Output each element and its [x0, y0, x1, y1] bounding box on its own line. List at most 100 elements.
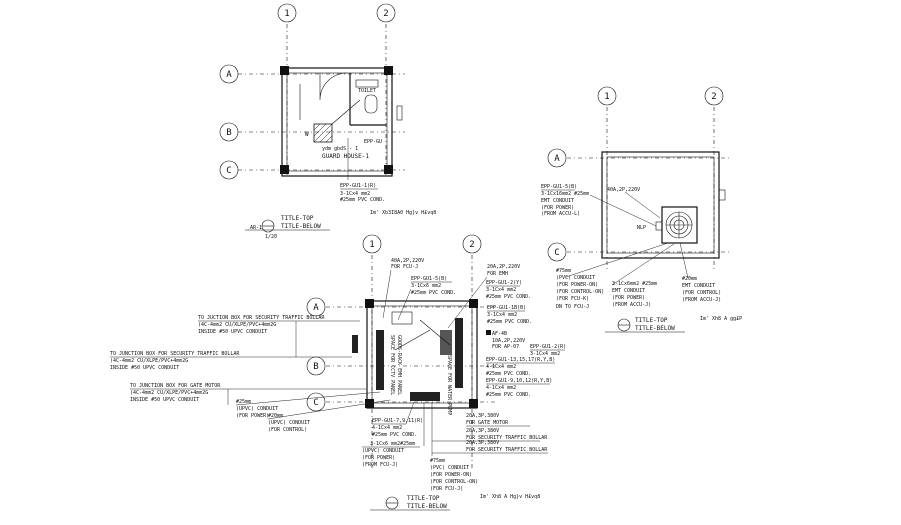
- svg-text:Im' Xb3I8A0 Hg}v H£vq8: Im' Xb3I8A0 Hg}v H£vq8: [370, 210, 436, 216]
- svg-text:B: B: [226, 128, 231, 138]
- svg-text:SPACE FOR WATER PUMP: SPACE FOR WATER PUMP: [446, 355, 452, 415]
- svg-text:(FOR FCU-K): (FOR FCU-K): [556, 296, 589, 302]
- svg-text:3-1Cx6 mm2#25mm: 3-1Cx6 mm2#25mm: [370, 441, 415, 447]
- svg-text:1: 1: [284, 9, 289, 19]
- svg-text:Im' Xh8 A Hg}v H£vq8: Im' Xh8 A Hg}v H£vq8: [480, 494, 540, 500]
- plan-bottom-detail: 1 2 A B C SPACE FOR CCTV PANEL GOODS-RAC…: [110, 234, 566, 511]
- svg-text:4-1Cx4 mm2: 4-1Cx4 mm2: [486, 364, 516, 370]
- svg-text:EPP-GU1-2(R): EPP-GU1-2(R): [530, 344, 566, 350]
- svg-text:TITLE-BELOW: TITLE-BELOW: [281, 223, 321, 230]
- svg-text:FOR AP-07: FOR AP-07: [492, 344, 519, 350]
- svg-text:(PVC) CONDUIT: (PVC) CONDUIT: [556, 275, 595, 281]
- svg-text:#25mm PVC COND.: #25mm PVC COND.: [486, 294, 531, 300]
- title-block-3: TITLE-TOP TITLE-BELOW Im' Xh8 A Hg}v H£v…: [370, 494, 540, 511]
- title-block-2: TITLE-TOP TITLE-BELOW Im' Xh8 A gg£P: [605, 316, 742, 333]
- svg-text:FOR GATE MOTOR: FOR GATE MOTOR: [466, 420, 509, 426]
- svg-text:EPP-GU1-5(B): EPP-GU1-5(B): [541, 184, 577, 190]
- grid-bubble-cb: C: [547, 242, 567, 262]
- svg-text:EMT CONDUIT: EMT CONDUIT: [612, 288, 645, 294]
- svg-text:(FOR POWER): (FOR POWER): [612, 295, 645, 301]
- grid-bubble-ab: A: [547, 148, 567, 168]
- svg-text:TITLE-TOP: TITLE-TOP: [281, 215, 314, 222]
- svg-text:2: 2: [383, 9, 388, 19]
- grid-bubble-b: B: [219, 122, 239, 142]
- grid-bubble-2b: 2: [704, 86, 724, 106]
- grid-bubble-2: 2: [376, 3, 396, 23]
- svg-text:#20mm: #20mm: [682, 276, 697, 282]
- svg-text:3-1Cx4 mm2: 3-1Cx4 mm2: [487, 312, 517, 318]
- svg-text:AF-4B: AF-4B: [492, 331, 507, 337]
- svg-text:2: 2: [711, 92, 716, 102]
- cable-label: 3-1Cx4 mm2: [340, 191, 370, 197]
- svg-text:GOODS-RACK EMH PANEL: GOODS-RACK EMH PANEL: [396, 335, 402, 395]
- conduit-label: #25mm PVC COND.: [340, 197, 385, 203]
- svg-text:(FOR CONTROL-ON): (FOR CONTROL-ON): [430, 479, 478, 485]
- svg-text:Im' Xh8 A gg£P: Im' Xh8 A gg£P: [700, 316, 742, 322]
- plan-guard-house-1: 1 2 A B C TOILET W EPP-GU ydm gbdS - 1: [219, 3, 436, 240]
- svg-text:(FOR POWER-ON): (FOR POWER-ON): [430, 472, 472, 478]
- title-block-1: AR-1 1/20 TITLE-TOP TITLE-BELOW Im' Xb3I…: [245, 210, 436, 240]
- grid-bubble-1c: 1: [362, 234, 382, 254]
- svg-text:20A,2P,220V: 20A,2P,220V: [487, 264, 520, 270]
- svg-text:TITLE-TOP: TITLE-TOP: [407, 495, 440, 502]
- grid-bubble-a: A: [219, 64, 239, 84]
- svg-text:(4C-4mm2 CU/XLPE/PVC+4mm2G: (4C-4mm2 CU/XLPE/PVC+4mm2G: [110, 358, 188, 364]
- svg-text:4-1Cx4 mm2: 4-1Cx4 mm2: [372, 425, 402, 431]
- svg-text:#25mm PVC COND.: #25mm PVC COND.: [486, 371, 531, 377]
- svg-text:TO JUNCTION BOX FOR GATE MOTOR: TO JUNCTION BOX FOR GATE MOTOR: [130, 383, 221, 389]
- svg-text:(FROM ACCU-J): (FROM ACCU-J): [612, 302, 651, 308]
- svg-text:(FOR POWER): (FOR POWER): [362, 455, 395, 461]
- svg-text:FOR FCU-J: FOR FCU-J: [391, 264, 418, 270]
- svg-text:NLP: NLP: [637, 225, 646, 231]
- room-sub-label: ydm gbdS - 1: [322, 146, 358, 152]
- svg-text:1: 1: [369, 240, 374, 250]
- svg-text:(FROM ACCU-L): (FROM ACCU-L): [541, 211, 580, 217]
- svg-text:(UPVC) CONDUIT: (UPVC) CONDUIT: [236, 406, 278, 412]
- hatched-unit: [313, 123, 333, 143]
- svg-text:20A,3P,380V: 20A,3P,380V: [466, 428, 499, 434]
- svg-text:#75mm: #75mm: [430, 458, 445, 464]
- svg-text:#25mm PVC COND.: #25mm PVC COND.: [411, 290, 456, 296]
- svg-text:INSIDE #50 UPVC CONDUIT: INSIDE #50 UPVC CONDUIT: [110, 365, 179, 371]
- svg-text:2: 2: [469, 240, 474, 250]
- svg-text:A: A: [554, 154, 560, 164]
- svg-text:(FOR POWER-ON): (FOR POWER-ON): [556, 282, 598, 288]
- svg-text:40A,2P,220V: 40A,2P,220V: [391, 258, 424, 264]
- svg-text:#25mm PVC COND.: #25mm PVC COND.: [372, 432, 417, 438]
- svg-text:(FOR POWER): (FOR POWER): [541, 205, 574, 211]
- svg-text:EPP-GU1-9,10,12(R,Y,B): EPP-GU1-9,10,12(R,Y,B): [486, 378, 552, 384]
- svg-text:EMT CONDUIT: EMT CONDUIT: [682, 283, 715, 289]
- svg-text:TITLE-TOP: TITLE-TOP: [635, 317, 668, 324]
- svg-text:TITLE-BELOW: TITLE-BELOW: [635, 325, 675, 332]
- svg-text:(FROM ACCU-J): (FROM ACCU-J): [682, 297, 721, 303]
- svg-text:20A,3P,380V: 20A,3P,380V: [466, 440, 499, 446]
- svg-text:SPACE FOR CCTV PANEL: SPACE FOR CCTV PANEL: [389, 335, 395, 395]
- svg-text:1/20: 1/20: [265, 234, 277, 240]
- w-label: W: [305, 131, 309, 138]
- svg-text:(4C-4mm2 CU/XLPE/PVC+4mm2G: (4C-4mm2 CU/XLPE/PVC+4mm2G: [130, 390, 208, 396]
- grid-bubble-c: C: [219, 160, 239, 180]
- svg-text:FOR EMH: FOR EMH: [487, 271, 508, 277]
- svg-text:(FOR CONTROL): (FOR CONTROL): [268, 427, 307, 433]
- svg-text:10A,2P,220V: 10A,2P,220V: [492, 338, 525, 344]
- svg-text:(FROM FCU-J): (FROM FCU-J): [362, 462, 398, 468]
- svg-text:A: A: [313, 303, 319, 313]
- svg-text:3-1Cx16mm2 #25mm: 3-1Cx16mm2 #25mm: [541, 191, 589, 197]
- svg-text:(PVC) CONDUIT: (PVC) CONDUIT: [430, 465, 469, 471]
- grid-bubble-1b: 1: [597, 86, 617, 106]
- svg-text:#25mm PVC COND.: #25mm PVC COND.: [486, 392, 531, 398]
- svg-text:EPP-GU1-13,15,17(R,Y,B): EPP-GU1-13,15,17(R,Y,B): [486, 357, 555, 363]
- grid-bubble-ac: A: [306, 297, 326, 317]
- svg-text:4-1Cx4 mm2: 4-1Cx4 mm2: [486, 385, 516, 391]
- grid-bubble-2c: 2: [462, 234, 482, 254]
- toilet-label: TOILET: [358, 88, 376, 94]
- grid-bubble-1: 1: [277, 3, 297, 23]
- svg-text:A: A: [226, 70, 232, 80]
- svg-text:#75mm: #75mm: [556, 268, 571, 274]
- grid-bubble-cc: C: [306, 392, 326, 412]
- svg-text:B: B: [313, 362, 318, 372]
- svg-text:(UPVC) CONDUIT: (UPVC) CONDUIT: [362, 448, 404, 454]
- svg-text:EPP-GU1-5(B): EPP-GU1-5(B): [411, 276, 447, 282]
- svg-text:#25mm PVC COND.: #25mm PVC COND.: [487, 319, 532, 325]
